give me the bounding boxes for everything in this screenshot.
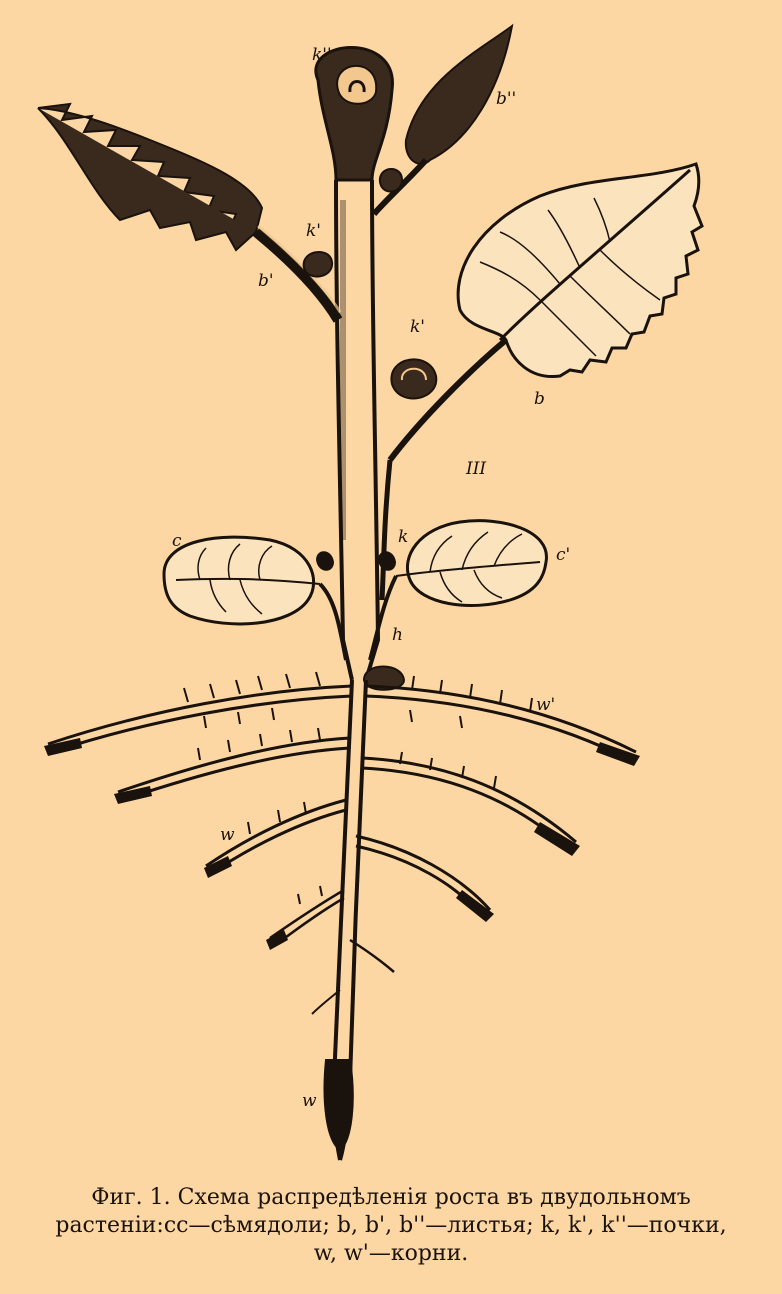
cotyledon-left xyxy=(162,535,348,661)
terminal-bud xyxy=(314,46,394,182)
label-k-prime-mid: k' xyxy=(410,317,425,337)
label-w-prime: w' xyxy=(536,695,555,715)
axil-buds xyxy=(316,551,396,571)
caption-line-1: Фиг. 1. Схема распредѣленія роста въ дву… xyxy=(91,1185,691,1210)
diagram-labels: b'' b' b k'' k' k' k c c' h III w' w w xyxy=(172,45,570,1111)
label-b-double-prime: b'' xyxy=(496,89,516,109)
label-c-right: c' xyxy=(556,545,570,565)
bud-k-upper xyxy=(302,168,404,278)
label-c-left: c xyxy=(172,531,182,551)
root-collar xyxy=(362,665,406,691)
lateral-roots xyxy=(47,684,637,1015)
root-tips xyxy=(44,738,640,950)
main-root xyxy=(323,679,368,1161)
bud-k-middle xyxy=(390,358,438,400)
leaf-b xyxy=(379,162,704,601)
label-h: h xyxy=(392,625,403,645)
label-b: b xyxy=(534,389,545,409)
label-III: III xyxy=(465,459,486,479)
label-b-prime: b' xyxy=(258,271,274,291)
leaf-b-prime xyxy=(37,102,343,323)
main-stem xyxy=(334,179,381,681)
figure-caption: Фиг. 1. Схема распредѣленія роста въ дву… xyxy=(0,1184,782,1268)
label-k: k xyxy=(398,527,408,547)
caption-line-3: w, w'—корни. xyxy=(313,1241,469,1266)
root-hairs xyxy=(183,671,533,905)
label-w-bottom: w xyxy=(302,1091,317,1111)
plant-growth-diagram: b'' b' b k'' k' k' k c c' h III w' w w xyxy=(37,23,704,1161)
cotyledon-right xyxy=(368,519,548,661)
label-w-left: w xyxy=(220,825,235,845)
stem-stipple xyxy=(340,200,346,540)
caption-line-2: растеніи:cc—сѣмядоли; b, b', b''—листья;… xyxy=(55,1213,727,1238)
label-k-double-prime: k'' xyxy=(312,45,332,65)
label-k-prime-top: k' xyxy=(306,221,321,241)
